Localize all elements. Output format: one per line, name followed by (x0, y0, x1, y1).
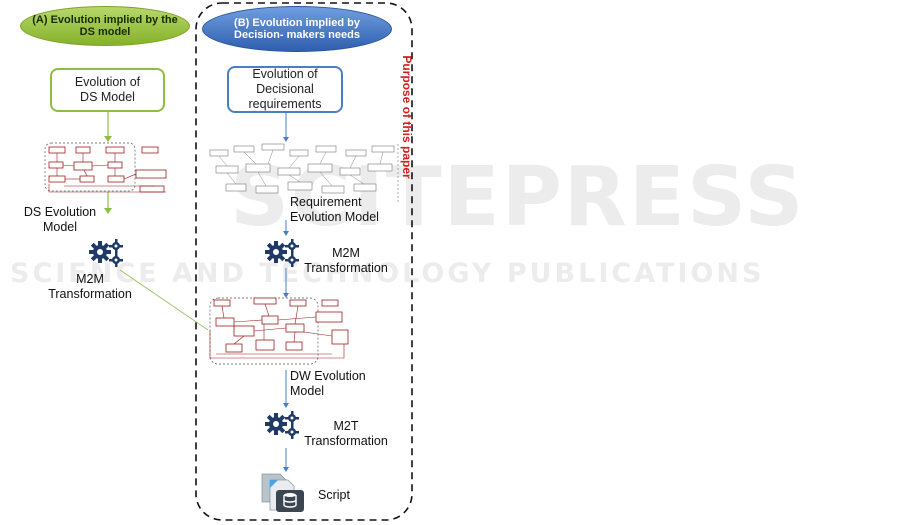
ds-evolution-model-label: DS Evolution Model (23, 205, 97, 234)
requirement-evolution-model-diagram (209, 143, 399, 202)
decisional-requirements-box: Evolution of Decisional requirements (227, 66, 343, 113)
arrow-left-to-dw (119, 269, 209, 331)
arrowhead-left-1 (104, 136, 112, 142)
ds-evolution-model-diagram (44, 142, 167, 193)
right-header-pill: (B) Evolution implied by Decision- maker… (202, 6, 392, 52)
gears-icon (265, 239, 299, 267)
script-label: Script (318, 488, 350, 502)
arrowhead-left-2 (104, 208, 112, 214)
ds-model-evolution-box: Evolution of DS Model (50, 68, 165, 112)
left-m2m-transformation-label: M2M Transformation (48, 272, 132, 301)
right-m2m-transformation-label: M2M Transformation (304, 246, 388, 275)
gears-icon (265, 411, 299, 439)
watermark-subtitle: SCIENCE AND TECHNOLOGY PUBLICATIONS (10, 258, 765, 289)
gears-icon (89, 239, 123, 267)
dw-evolution-model-diagram (209, 297, 349, 365)
script-document-icon (261, 473, 304, 512)
right-region-frame (195, 2, 413, 521)
dw-evolution-model-label: DW Evolution Model (290, 369, 366, 398)
m2t-transformation-label: M2T Transformation (304, 419, 388, 448)
requirement-evolution-model-label: Requirement Evolution Model (290, 195, 379, 224)
left-header-pill: (A) Evolution implied by the DS model (20, 6, 190, 46)
